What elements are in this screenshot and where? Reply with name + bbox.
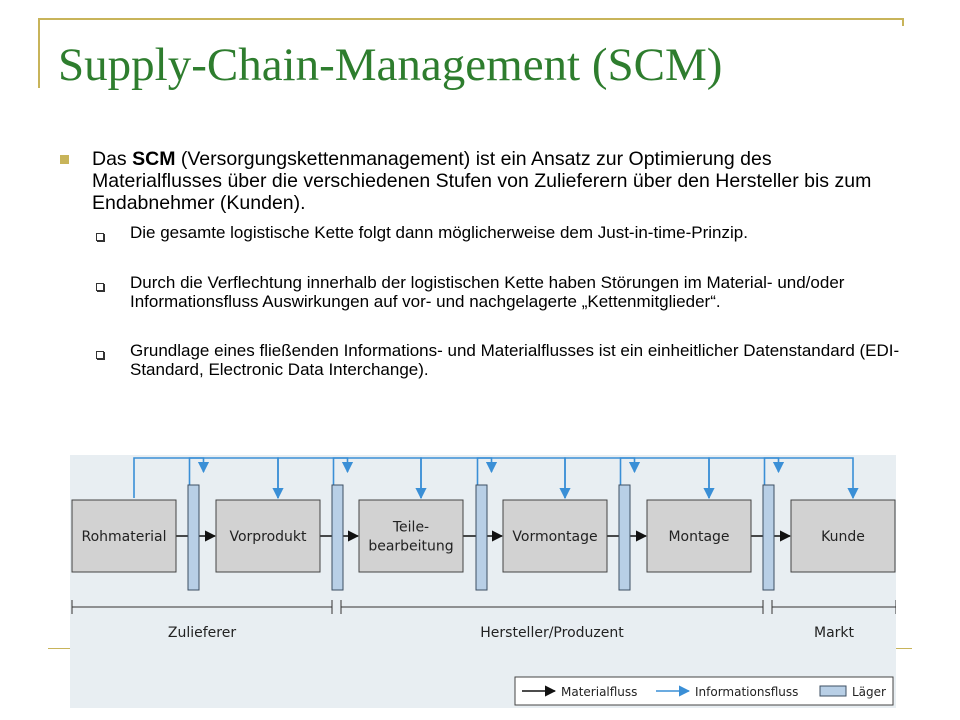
stage-box [71, 499, 177, 573]
stage-box [502, 499, 608, 573]
segment-label: Markt [814, 625, 855, 641]
stage-box [215, 499, 321, 573]
sub-bullet-text: Grundlage eines fließenden Informations-… [130, 341, 900, 379]
information-flow-arrow [708, 457, 785, 498]
legend-information-label: Informationsfluss [695, 685, 798, 699]
slide-frame-horizontal [38, 18, 904, 20]
slide-frame-vertical [38, 18, 40, 88]
stage-box [358, 499, 464, 573]
storage-bar [187, 484, 200, 591]
stage-label: Vormontage [512, 529, 597, 545]
information-flow-arrow [763, 457, 859, 500]
supply-chain-diagram-svg: Rohmaterial Vorprodukt Teile-bearbeitung Vo… [71, 457, 896, 706]
information-flow-arrow [332, 457, 427, 500]
storage-bar [618, 484, 631, 591]
information-flow-arrow [420, 457, 498, 498]
slide-title: Supply-Chain-Management (SCM) [58, 39, 723, 91]
sub-bullet-text: Die gesamte logistische Kette folgt dann… [130, 223, 748, 242]
stage-box [646, 499, 752, 573]
stage-label: bearbeitung [368, 539, 453, 555]
main-bullet-rest: (Versorgungskettenmanagement) ist ein An… [92, 148, 872, 214]
information-flow-arrow [277, 457, 354, 498]
information-flow-arrow [476, 457, 571, 500]
slide-frame-corner [902, 18, 904, 26]
information-flow-arrow [564, 457, 641, 498]
sub-bullet-checkbox-icon [96, 351, 104, 359]
stage-label: Teile- [392, 520, 429, 536]
storage-bar [762, 484, 775, 591]
segment-label: Hersteller/Produzent [480, 625, 624, 641]
main-bullet-text: Das SCM (Versorgungskettenmanagement) is… [92, 148, 892, 214]
main-bullet-bold: SCM [132, 148, 176, 170]
stage-box [790, 499, 896, 573]
sub-bullet-text: Durch die Verflechtung innerhalb der log… [130, 273, 845, 311]
stage-label: Vorprodukt [229, 529, 307, 545]
sub-bullet-checkbox-icon [96, 233, 104, 241]
storage-bar [475, 484, 488, 591]
bullet-square-icon [60, 155, 69, 164]
sub-bullet-checkbox-icon [96, 283, 104, 291]
information-flow-arrow [133, 457, 210, 498]
stage-label: Kunde [821, 529, 865, 545]
legend-storage-swatch [819, 685, 847, 697]
stage-label: Montage [668, 529, 729, 545]
segment-label: Zulieferer [168, 625, 236, 641]
stage-label: Rohmaterial [82, 529, 167, 545]
legend-material-label: Materialfluss [561, 685, 637, 699]
main-bullet-prefix: Das [92, 148, 133, 170]
legend-storage-label: Läger [852, 685, 886, 699]
storage-bar [331, 484, 344, 591]
supply-chain-diagram: Rohmaterial Vorprodukt Teile-bearbeitung Vo… [70, 455, 896, 708]
